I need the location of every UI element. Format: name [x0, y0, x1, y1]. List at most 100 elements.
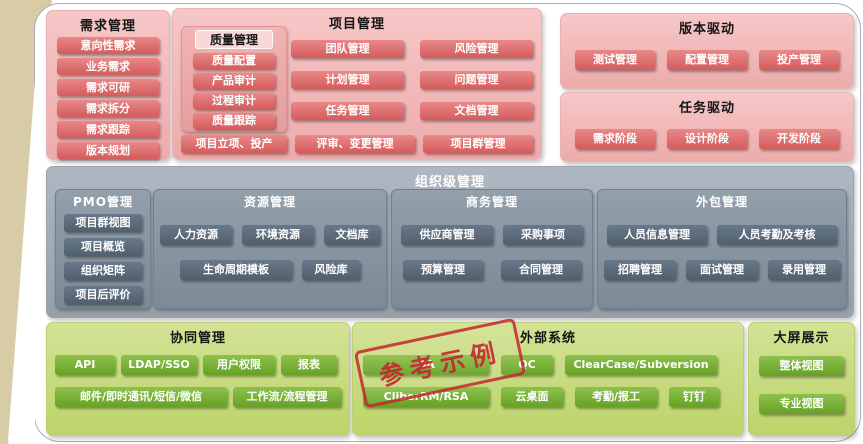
big-screen-section: 大屏展示 整体视图 专业视图: [748, 322, 855, 436]
collaboration-item: LDAP/SSO: [121, 355, 197, 375]
task-item: 开发阶段: [759, 129, 839, 149]
external-item: ClearCase/Subversion: [565, 355, 717, 375]
pmo-item: 组织矩阵: [64, 262, 142, 280]
org-level-section: 组织级管理 PMO管理 项目群视图 项目概览 组织矩阵 项目后评价 资源管理 人…: [46, 166, 854, 318]
collaboration-item: API: [55, 355, 115, 375]
outsource-box: 外包管理 人员信息管理 人员考勤及考核 招聘管理 面试管理 录用管理: [597, 189, 847, 309]
requirements-section: 需求管理 意向性需求 业务需求 需求可研 需求拆分 需求跟踪 版本规划: [46, 10, 170, 160]
external-row1: OA QC ClearCase/Subversion: [353, 355, 743, 375]
resource-item: 生命周期模板: [180, 260, 292, 280]
resource-title: 资源管理: [243, 195, 296, 209]
requirements-item: 需求拆分: [57, 100, 159, 117]
project-item: 项目群管理: [423, 135, 533, 153]
version-item: 投产管理: [759, 50, 839, 70]
resource-item: 人力资源: [160, 225, 232, 245]
project-item: 团队管理: [291, 40, 404, 58]
external-systems-section: 外部系统 OA QC ClearCase/Subversion CliberRM…: [352, 322, 744, 436]
external-item: QC: [501, 355, 553, 375]
external-item: OA: [363, 355, 489, 375]
external-item: 云桌面: [501, 387, 563, 407]
version-driven-title: 版本驱动: [678, 22, 735, 37]
collaboration-item: 报表: [281, 355, 337, 375]
big-screen-item: 整体视图: [759, 356, 844, 376]
project-item: 项目立项、投产: [181, 135, 287, 153]
requirements-title: 需求管理: [79, 19, 136, 34]
resource-item: 风险库: [302, 260, 360, 280]
pmo-item: 项目概览: [64, 238, 142, 256]
requirements-list: 意向性需求 业务需求 需求可研 需求拆分 需求跟踪 版本规划: [47, 34, 169, 159]
resource-row1: 人力资源 环境资源 文档库: [154, 225, 386, 245]
outsource-row2: 招聘管理 面试管理 录用管理: [598, 260, 846, 280]
quality-item: 质量跟踪: [193, 113, 275, 129]
task-driven-title: 任务驱动: [678, 101, 735, 116]
quality-item: 质量配置: [193, 53, 275, 69]
big-screen-title: 大屏展示: [773, 331, 830, 346]
org-level-title: 组织级管理: [414, 175, 485, 190]
external-item: CliberRM/RSA: [363, 387, 489, 407]
pmo-title: PMO管理: [73, 195, 133, 209]
big-screen-list: 整体视图 专业视图: [749, 346, 854, 414]
outsource-row1: 人员信息管理 人员考勤及考核: [598, 225, 846, 245]
task-item: 需求阶段: [575, 129, 655, 149]
pmo-item: 项目群视图: [64, 214, 142, 232]
project-title: 项目管理: [328, 17, 385, 32]
requirements-item: 意向性需求: [57, 37, 159, 54]
pmo-box: PMO管理 项目群视图 项目概览 组织矩阵 项目后评价: [55, 189, 151, 309]
resource-row2: 生命周期模板 风险库: [154, 260, 386, 280]
business-title: 商务管理: [465, 195, 518, 209]
project-item: 问题管理: [420, 71, 533, 89]
collaboration-row1: API LDAP/SSO 用户权限 报表: [47, 355, 349, 375]
quality-management-box: 质量管理 质量配置 产品审计 过程审计 质量跟踪: [181, 26, 287, 132]
quality-title: 质量管理: [195, 30, 273, 49]
external-row2: CliberRM/RSA 云桌面 考勤/报工 钉钉: [353, 387, 743, 407]
resource-item: 环境资源: [242, 225, 314, 245]
resource-item: 文档库: [324, 225, 380, 245]
external-item: 钉钉: [669, 387, 719, 407]
task-driven-row: 需求阶段 设计阶段 开发阶段: [561, 129, 853, 149]
business-item: 合同管理: [501, 260, 581, 280]
task-item: 设计阶段: [667, 129, 747, 149]
quality-item: 过程审计: [193, 93, 275, 109]
business-box: 商务管理 供应商管理 采购事项 预算管理 合同管理: [391, 189, 593, 309]
requirements-item: 需求可研: [57, 79, 159, 96]
version-item: 配置管理: [667, 50, 747, 70]
business-row1: 供应商管理 采购事项: [392, 225, 592, 245]
pmo-item: 项目后评价: [64, 286, 142, 304]
external-systems-title: 外部系统: [519, 331, 576, 346]
project-item: 文档管理: [420, 102, 533, 120]
requirements-item: 业务需求: [57, 58, 159, 75]
requirements-item: 需求跟踪: [57, 121, 159, 138]
collaboration-title: 协同管理: [169, 331, 226, 346]
outsource-item: 人员考勤及考核: [717, 225, 837, 245]
quality-item: 产品审计: [193, 73, 275, 89]
collaboration-item: 工作流/流程管理: [233, 387, 341, 407]
business-row2: 预算管理 合同管理: [392, 260, 592, 280]
collaboration-item: 用户权限: [203, 355, 275, 375]
outsource-title: 外包管理: [695, 195, 748, 209]
task-driven-section: 任务驱动 需求阶段 设计阶段 开发阶段: [560, 92, 854, 162]
version-driven-row: 测试管理 配置管理 投产管理: [561, 50, 853, 70]
pmo-list: 项目群视图 项目概览 组织矩阵 项目后评价: [56, 210, 150, 304]
outsource-item: 录用管理: [768, 260, 840, 280]
version-driven-section: 版本驱动 测试管理 配置管理 投产管理: [560, 13, 854, 89]
collaboration-section: 协同管理 API LDAP/SSO 用户权限 报表 邮件/即时通讯/短信/微信 …: [46, 322, 350, 436]
big-screen-item: 专业视图: [759, 394, 844, 414]
outsource-item: 面试管理: [686, 260, 758, 280]
project-item: 任务管理: [291, 102, 404, 120]
business-item: 供应商管理: [401, 225, 493, 245]
project-management-section: 项目管理 质量管理 质量配置 产品审计 过程审计 质量跟踪 团队管理 风险管理 …: [172, 8, 542, 160]
project-bottom-row: 项目立项、投产 评审、变更管理 项目群管理: [181, 135, 533, 153]
outsource-item: 人员信息管理: [607, 225, 707, 245]
collaboration-row2: 邮件/即时通讯/短信/微信 工作流/流程管理: [47, 387, 349, 407]
quality-list: 质量配置 产品审计 过程审计 质量跟踪: [182, 49, 286, 129]
version-item: 测试管理: [575, 50, 655, 70]
business-item: 采购事项: [503, 225, 583, 245]
collaboration-item: 邮件/即时通讯/短信/微信: [55, 387, 227, 407]
external-item: 考勤/报工: [575, 387, 657, 407]
project-item: 评审、变更管理: [295, 135, 415, 153]
outsource-item: 招聘管理: [604, 260, 676, 280]
project-item: 风险管理: [420, 40, 533, 58]
requirements-item: 版本规划: [57, 142, 159, 159]
business-item: 预算管理: [403, 260, 483, 280]
resource-box: 资源管理 人力资源 环境资源 文档库 生命周期模板 风险库: [153, 189, 387, 309]
